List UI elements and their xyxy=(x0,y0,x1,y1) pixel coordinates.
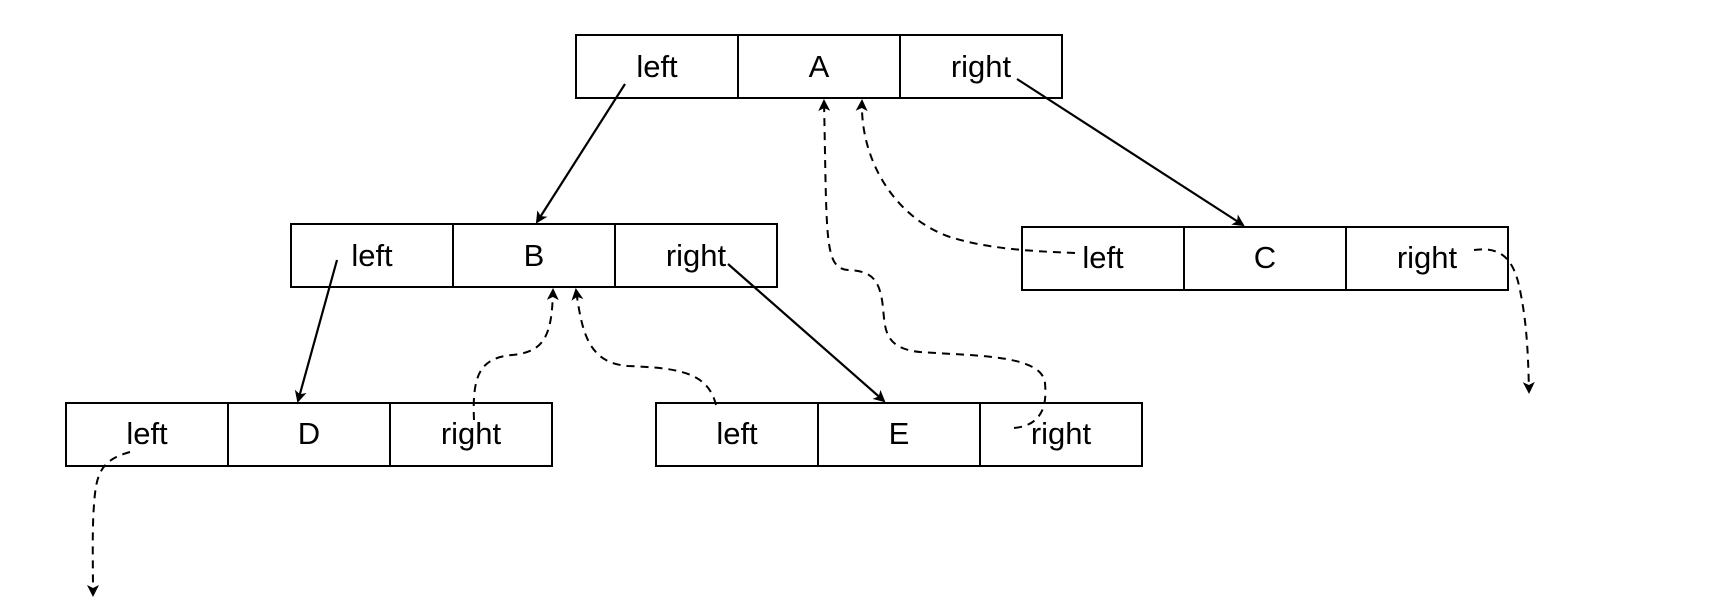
thread-link-d-right-to-b xyxy=(472,288,559,421)
node-e-left-cell xyxy=(655,402,819,467)
node-a-value-cell xyxy=(737,34,901,99)
node-e-value-label: E xyxy=(889,416,910,451)
node-d-right-cell xyxy=(389,402,553,467)
node-a-left-cell xyxy=(575,34,739,99)
node-a-left-label: left xyxy=(636,49,678,84)
node-a-value-label: A xyxy=(809,49,830,84)
node-b-value-label: B xyxy=(524,238,545,273)
thread-link-e-right-to-a xyxy=(818,99,1047,429)
node-d: left D right xyxy=(65,402,553,467)
node-b-value-cell xyxy=(452,223,616,288)
child-link-a-left-to-b xyxy=(535,83,626,224)
node-e-value-cell xyxy=(817,402,981,467)
node-c-left-label: left xyxy=(1082,240,1124,275)
child-link-b-right-to-e xyxy=(727,263,886,403)
node-c-right-label: right xyxy=(1397,240,1458,275)
child-link-b-left-to-d xyxy=(294,259,339,403)
thread-link-d-left-to-null xyxy=(86,451,131,597)
node-d-right-label: right xyxy=(441,416,502,451)
node-b-right-label: right xyxy=(666,238,727,273)
node-e-left-label: left xyxy=(716,416,758,451)
node-b: left B right xyxy=(290,223,778,288)
node-c-left-cell xyxy=(1021,226,1185,291)
node-e-right-label: right xyxy=(1031,416,1092,451)
node-e: left E right xyxy=(655,402,1143,467)
node-e-right-cell xyxy=(979,402,1143,467)
node-b-left-label: left xyxy=(351,238,393,273)
child-link-a-right-to-c xyxy=(1016,78,1245,227)
thread-link-e-left-to-b xyxy=(571,288,717,406)
node-d-left-cell xyxy=(65,402,229,467)
thread-link-c-left-to-a xyxy=(855,99,1076,254)
node-b-right-cell xyxy=(614,223,778,288)
node-c-value-label: C xyxy=(1254,240,1276,275)
node-c-value-cell xyxy=(1183,226,1347,291)
node-c-right-cell xyxy=(1345,226,1509,291)
node-a: left A right xyxy=(575,34,1063,99)
node-a-right-cell xyxy=(899,34,1063,99)
node-d-value-label: D xyxy=(298,416,320,451)
node-c: left C right xyxy=(1021,226,1509,291)
node-d-left-label: left xyxy=(126,416,168,451)
node-a-right-label: right xyxy=(951,49,1012,84)
